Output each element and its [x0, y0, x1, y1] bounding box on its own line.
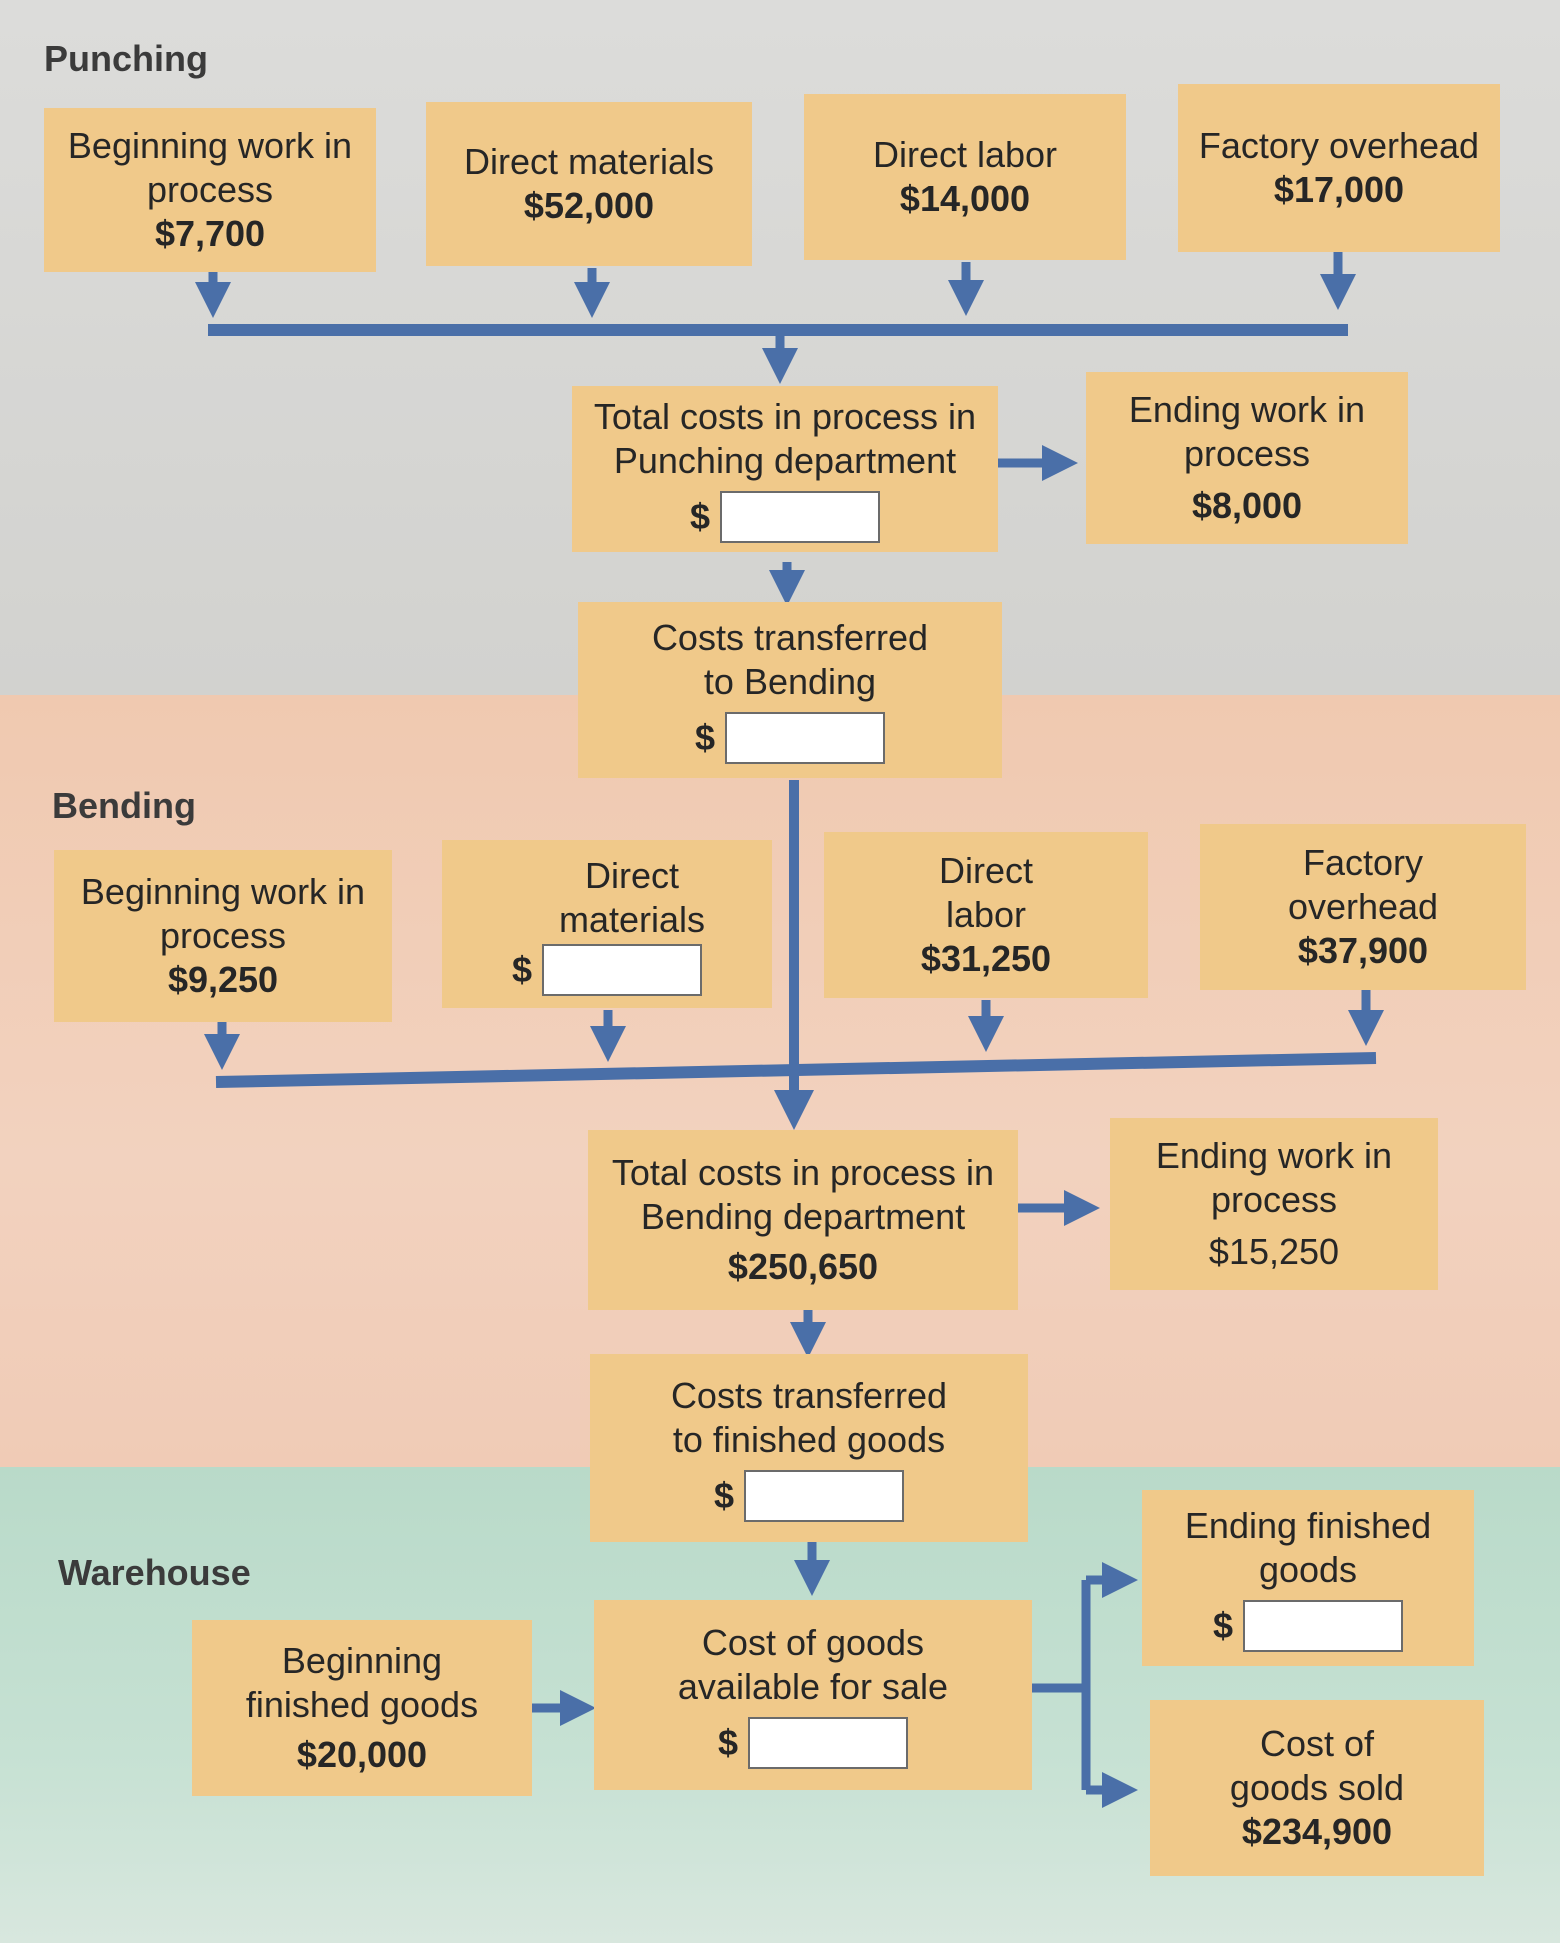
punching-factory-overhead-value: $17,000	[1273, 169, 1405, 210]
bending-direct-materials-input[interactable]	[542, 944, 703, 996]
bending-direct-materials-answer: $	[511, 944, 703, 996]
bending-factory-overhead-box: Factory overhead $37,900	[1200, 824, 1526, 990]
bending-beginning-wip-value: $9,250	[167, 959, 279, 1000]
bending-section-label: Bending	[52, 785, 196, 826]
bending-direct-labor-label: Direct labor	[938, 850, 1033, 935]
punching-transfer-box: Costs transferred to Bending $	[578, 602, 1002, 778]
beginning-finished-goods-box: Beginning finished goods $20,000	[192, 1620, 532, 1796]
punching-total-costs-answer: $	[689, 491, 881, 543]
punching-direct-labor-value: $14,000	[899, 178, 1031, 219]
cost-of-goods-sold-value: $234,900	[1241, 1811, 1393, 1852]
bending-beginning-wip-box: Beginning work in process $9,250	[54, 850, 392, 1022]
bending-transfer-label: Costs transferred to finished goods	[670, 1375, 948, 1460]
bending-direct-materials-box: Direct materials $	[442, 840, 772, 1008]
punching-ending-wip-value: $8,000	[1191, 485, 1303, 526]
warehouse-section-label: Warehouse	[58, 1552, 251, 1593]
punching-beginning-wip-value: $7,700	[154, 213, 266, 254]
punching-total-costs-input[interactable]	[720, 491, 881, 543]
punching-direct-labor-box: Direct labor $14,000	[804, 94, 1126, 260]
punching-total-costs-label: Total costs in process in Punching depar…	[593, 396, 977, 481]
bending-ending-wip-label: Ending work in process	[1155, 1135, 1393, 1220]
beginning-finished-goods-label: Beginning finished goods	[245, 1640, 479, 1725]
bending-beginning-wip-label: Beginning work in process	[80, 871, 366, 956]
ending-finished-goods-answer: $	[1212, 1600, 1404, 1652]
bending-total-costs-value: $250,650	[727, 1246, 879, 1287]
bending-transfer-box: Costs transferred to finished goods $	[590, 1354, 1028, 1542]
dollar-sign: $	[717, 1722, 739, 1763]
punching-section-label: Punching	[44, 38, 208, 79]
bending-factory-overhead-label: Factory overhead	[1287, 842, 1439, 927]
goods-available-input[interactable]	[748, 1717, 909, 1769]
beginning-finished-goods-value: $20,000	[296, 1734, 428, 1775]
dollar-sign: $	[713, 1475, 735, 1516]
dollar-sign: $	[689, 496, 711, 537]
bending-total-costs-box: Total costs in process in Bending depart…	[588, 1130, 1018, 1310]
punching-direct-materials-box: Direct materials $52,000	[426, 102, 752, 266]
dollar-sign: $	[1212, 1605, 1234, 1646]
punching-ending-wip-box: Ending work in process $8,000	[1086, 372, 1408, 544]
bending-factory-overhead-value: $37,900	[1297, 930, 1429, 971]
bending-direct-labor-value: $31,250	[920, 938, 1052, 979]
bending-transfer-answer: $	[713, 1470, 905, 1522]
ending-finished-goods-input[interactable]	[1243, 1600, 1404, 1652]
goods-available-answer: $	[717, 1717, 909, 1769]
cost-of-goods-sold-box: Cost of goods sold $234,900	[1150, 1700, 1484, 1876]
bending-total-costs-label: Total costs in process in Bending depart…	[611, 1152, 995, 1237]
bending-direct-labor-box: Direct labor $31,250	[824, 832, 1148, 998]
goods-available-box: Cost of goods available for sale $	[594, 1600, 1032, 1790]
bending-ending-wip-value: $15,250	[1208, 1231, 1340, 1272]
punching-transfer-label: Costs transferred to Bending	[651, 617, 929, 702]
punching-transfer-input[interactable]	[725, 712, 886, 764]
dollar-sign: $	[511, 949, 533, 990]
bending-transfer-input[interactable]	[744, 1470, 905, 1522]
punching-factory-overhead-box: Factory overhead $17,000	[1178, 84, 1500, 252]
bend-collector-bar	[215, 1052, 1377, 1088]
punching-beginning-wip-label: Beginning work in process	[67, 125, 353, 210]
punching-ending-wip-label: Ending work in process	[1128, 389, 1366, 474]
punching-factory-overhead-label: Factory overhead	[1198, 125, 1480, 166]
punching-direct-materials-value: $52,000	[523, 185, 655, 226]
bending-ending-wip-box: Ending work in process $15,250	[1110, 1118, 1438, 1290]
punching-direct-materials-label: Direct materials	[463, 141, 715, 182]
punching-transfer-answer: $	[694, 712, 886, 764]
punching-direct-labor-label: Direct labor	[872, 134, 1058, 175]
ending-finished-goods-label: Ending finished goods	[1184, 1505, 1432, 1590]
dollar-sign: $	[694, 717, 716, 758]
punching-total-costs-box: Total costs in process in Punching depar…	[572, 386, 998, 552]
bending-direct-materials-label: Direct materials	[558, 855, 706, 940]
cost-of-goods-sold-label: Cost of goods sold	[1229, 1723, 1405, 1808]
ending-finished-goods-box: Ending finished goods $	[1142, 1490, 1474, 1666]
goods-available-label: Cost of goods available for sale	[677, 1622, 949, 1707]
punching-beginning-wip-box: Beginning work in process $7,700	[44, 108, 376, 272]
